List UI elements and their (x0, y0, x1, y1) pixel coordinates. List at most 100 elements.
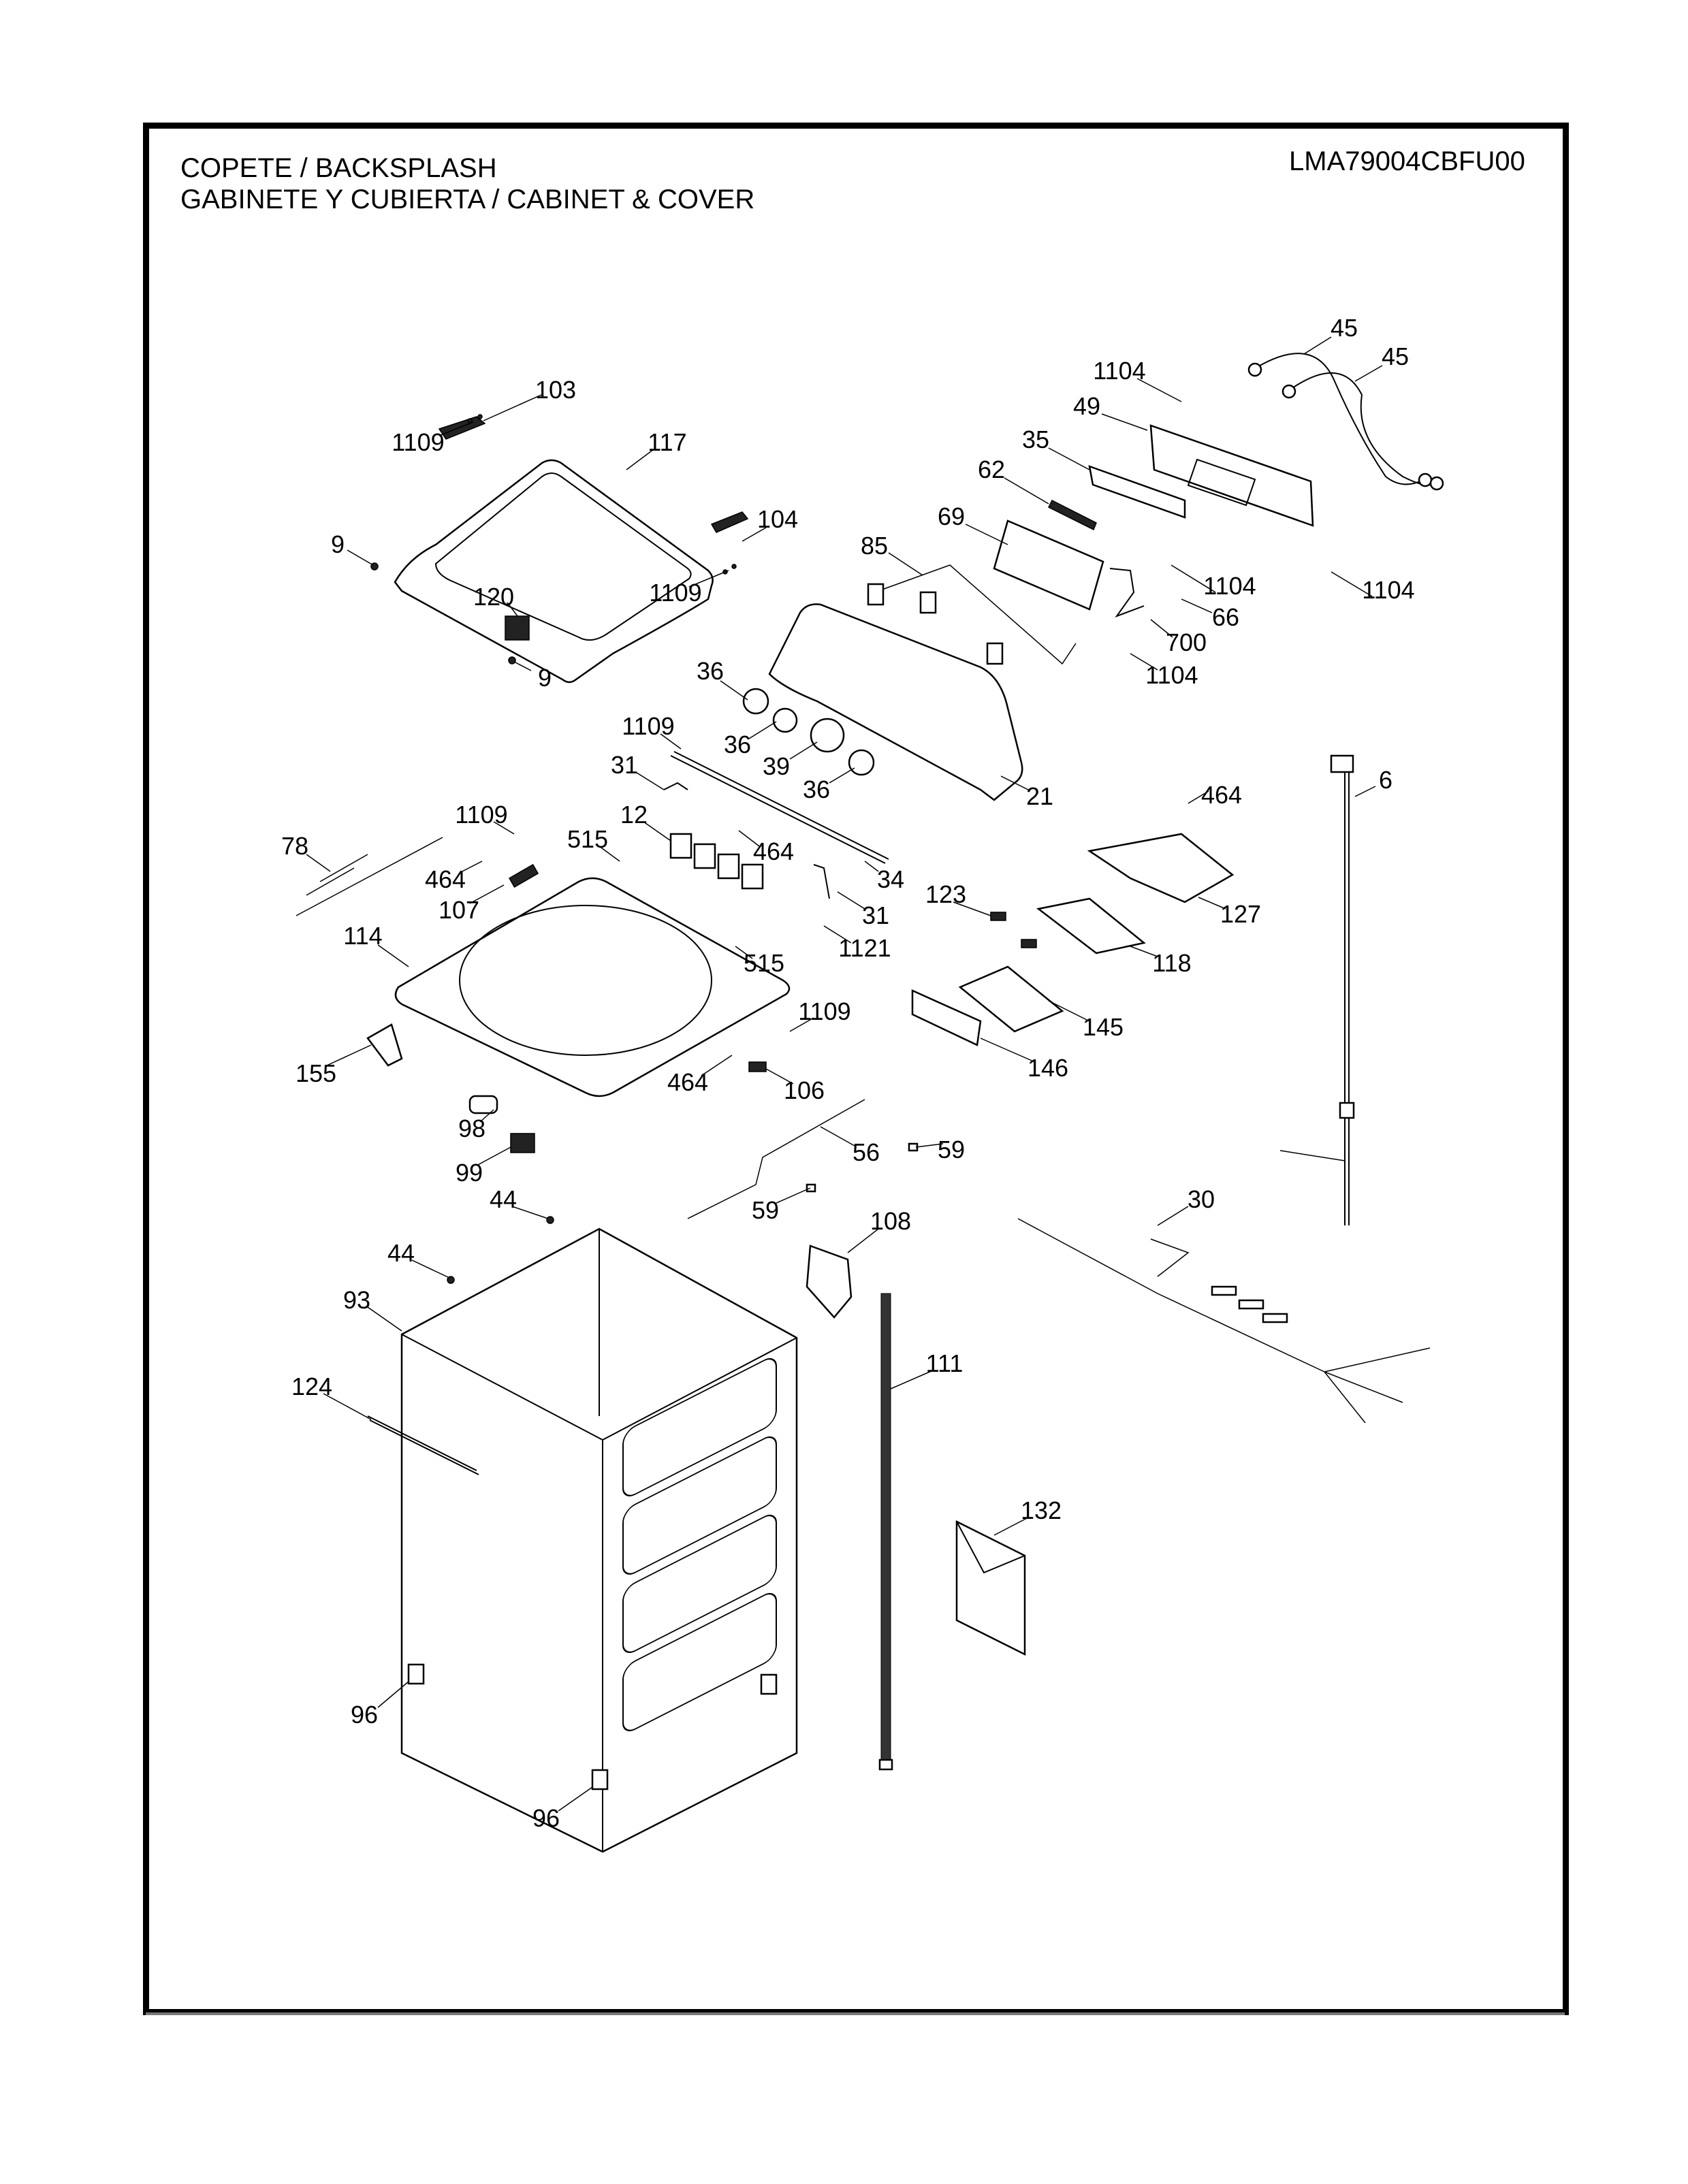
callout-45[interactable]: 45 (1381, 342, 1410, 370)
literature-part[interactable] (955, 1520, 1026, 1656)
callout-1104[interactable]: 1104 (1145, 661, 1198, 689)
callout-35[interactable]: 35 (1021, 425, 1050, 453)
callout-56[interactable]: 56 (852, 1138, 880, 1166)
leveling-leg-parts[interactable] (407, 1663, 778, 1790)
callout-93[interactable]: 93 (343, 1286, 371, 1314)
harness-part[interactable] (687, 1099, 865, 1219)
callout-464[interactable]: 464 (424, 865, 466, 893)
pressure-chamber-part[interactable] (806, 1244, 853, 1319)
lid-switch-part[interactable] (748, 1061, 767, 1072)
callout-124[interactable]: 124 (291, 1372, 333, 1400)
handle-part[interactable] (366, 1023, 403, 1067)
callout-96[interactable]: 96 (350, 1701, 379, 1729)
callout-44[interactable]: 44 (387, 1239, 415, 1267)
callout-127[interactable]: 127 (1220, 900, 1262, 928)
cover-part[interactable] (468, 1095, 498, 1114)
callout-464[interactable]: 464 (667, 1068, 709, 1096)
callout-145[interactable]: 145 (1082, 1013, 1124, 1041)
dispenser-drawer-part[interactable] (958, 965, 1064, 1033)
callout-31[interactable]: 31 (861, 901, 890, 929)
callout-1109[interactable]: 1109 (392, 428, 445, 456)
callout-1109[interactable]: 1109 (649, 579, 702, 607)
callout-123[interactable]: 123 (925, 880, 967, 908)
callout-98[interactable]: 98 (458, 1114, 486, 1142)
callout-12[interactable]: 12 (620, 801, 648, 829)
callout-44[interactable]: 44 (489, 1185, 517, 1213)
callout-117[interactable]: 117 (648, 428, 687, 456)
clip-part-2[interactable] (806, 1183, 816, 1193)
main-harness-part[interactable] (1017, 1218, 1431, 1424)
callout-111[interactable]: 111 (925, 1349, 964, 1377)
callout-45[interactable]: 45 (1330, 314, 1358, 342)
drawer-front-part[interactable] (911, 989, 982, 1046)
callout-1109[interactable]: 1109 (455, 801, 508, 829)
callout-85[interactable]: 85 (860, 532, 889, 560)
callout-118[interactable]: 118 (1152, 949, 1192, 977)
lid-lock-part[interactable] (505, 615, 530, 641)
valve-harness-part[interactable] (296, 837, 443, 916)
callout-464[interactable]: 464 (1200, 781, 1243, 809)
callout-114[interactable]: 114 (343, 922, 383, 950)
callout-1109[interactable]: 1109 (798, 997, 851, 1025)
callout-108[interactable]: 108 (870, 1207, 912, 1235)
switch-part[interactable] (508, 863, 539, 888)
callout-21[interactable]: 21 (1025, 782, 1054, 810)
knob-parts[interactable] (742, 688, 875, 776)
callout-515[interactable]: 515 (743, 949, 785, 977)
callout-96[interactable]: 96 (532, 1804, 560, 1832)
callout-39[interactable]: 39 (762, 752, 791, 780)
callout-6[interactable]: 6 (1378, 766, 1393, 794)
top-cover-part[interactable] (394, 877, 791, 1097)
callout-146[interactable]: 146 (1027, 1054, 1069, 1082)
inlet-hose-part[interactable] (1247, 353, 1444, 491)
callout-36[interactable]: 36 (696, 657, 724, 685)
callout-69[interactable]: 69 (937, 502, 966, 530)
callout-49[interactable]: 49 (1072, 392, 1101, 420)
end-cap-part[interactable] (663, 782, 830, 899)
callout-62[interactable]: 62 (977, 455, 1006, 483)
callout-78[interactable]: 78 (281, 832, 309, 860)
callout-9[interactable]: 9 (330, 530, 345, 558)
bracket-arm-part[interactable] (1109, 568, 1145, 618)
brace-part[interactable] (367, 1415, 479, 1475)
callout-1104[interactable]: 1104 (1362, 576, 1415, 604)
dispenser-cap-part[interactable] (990, 912, 1037, 948)
hinge-part[interactable] (438, 416, 749, 533)
callout-1104[interactable]: 1104 (1203, 572, 1256, 600)
callout-1104[interactable]: 1104 (1093, 357, 1146, 385)
dispenser-housing-part[interactable] (1087, 833, 1235, 903)
callout-464[interactable]: 464 (752, 837, 795, 865)
callout-1109[interactable]: 1109 (622, 712, 675, 740)
callout-66[interactable]: 66 (1211, 603, 1240, 631)
callout-31[interactable]: 31 (610, 751, 639, 779)
callout-9[interactable]: 9 (537, 664, 552, 692)
trim-strip-part[interactable] (670, 751, 889, 864)
callout-120[interactable]: 120 (473, 583, 515, 611)
callout-59[interactable]: 59 (937, 1136, 966, 1163)
power-cord-part[interactable] (1279, 754, 1355, 1225)
callout-700[interactable]: 700 (1165, 628, 1207, 656)
drain-hose-part[interactable] (878, 1293, 893, 1771)
cabinet-part[interactable] (400, 1227, 798, 1853)
backsplash-trim-part[interactable] (1088, 465, 1186, 519)
callout-106[interactable]: 106 (783, 1076, 825, 1104)
water-valve-part[interactable] (669, 833, 764, 890)
control-board-part[interactable] (993, 519, 1104, 611)
callout-103[interactable]: 103 (535, 376, 577, 404)
callout-99[interactable]: 99 (455, 1159, 483, 1187)
bracket-part[interactable] (1047, 499, 1097, 531)
callout-515[interactable]: 515 (567, 825, 609, 853)
switch-harness-part[interactable] (867, 564, 1077, 665)
callout-104[interactable]: 104 (757, 505, 799, 533)
callout-1121[interactable]: 1121 (838, 934, 891, 962)
connector-part[interactable] (510, 1133, 535, 1153)
callout-36[interactable]: 36 (723, 730, 752, 758)
callout-59[interactable]: 59 (751, 1196, 780, 1224)
callout-155[interactable]: 155 (295, 1059, 337, 1087)
callout-34[interactable]: 34 (876, 865, 905, 893)
rear-panel-part[interactable] (1149, 424, 1314, 527)
callout-107[interactable]: 107 (438, 896, 480, 924)
callout-36[interactable]: 36 (802, 775, 831, 803)
backsplash-part[interactable] (768, 603, 1023, 801)
lid-part[interactable] (394, 459, 714, 684)
